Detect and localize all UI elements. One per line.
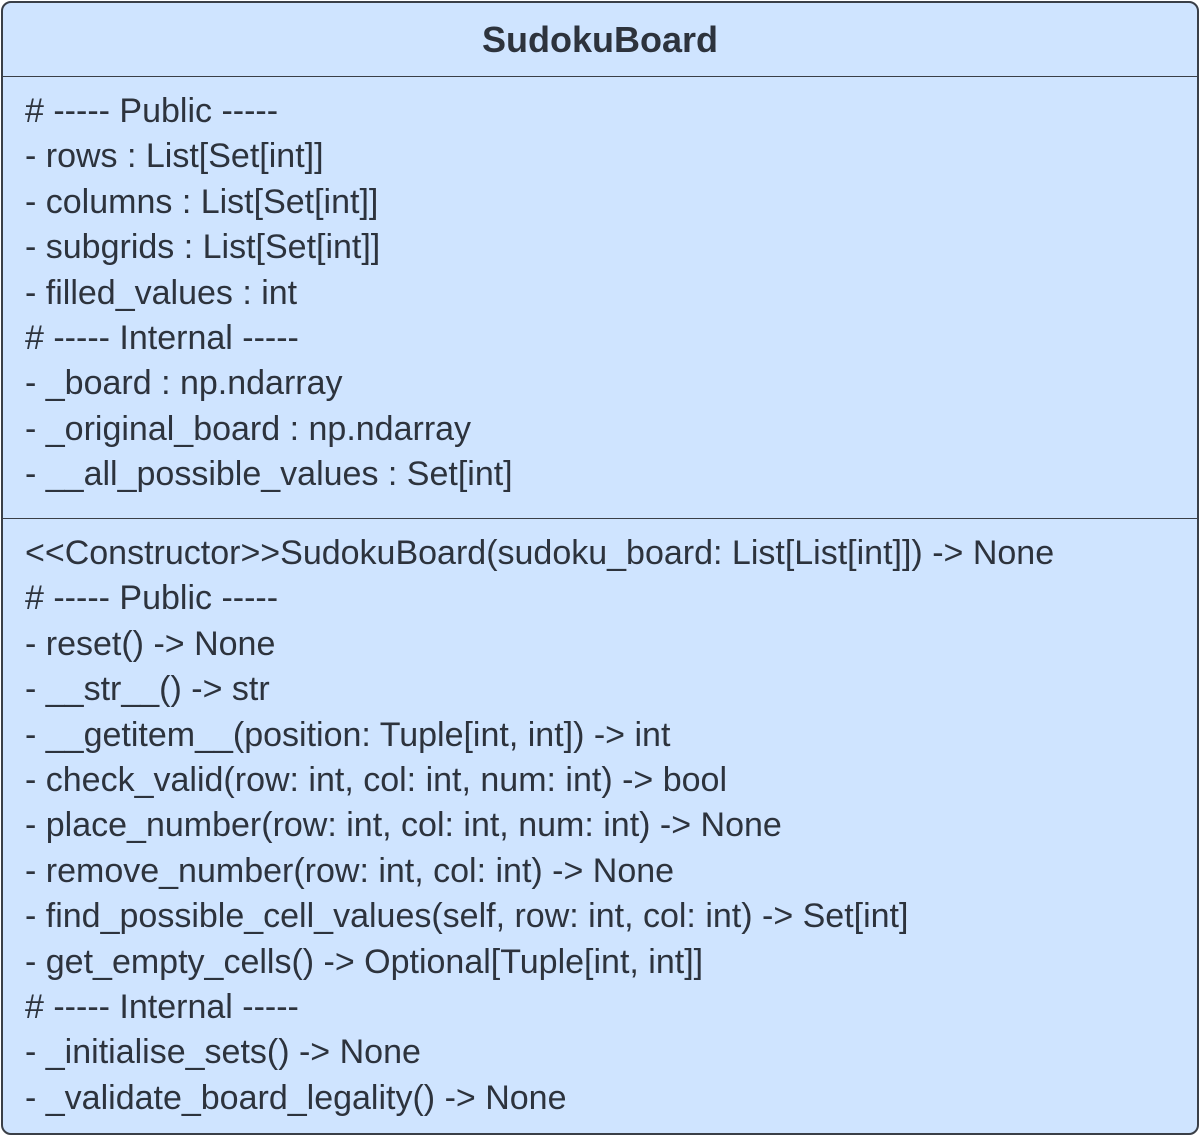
attribute-row: - _board : np.ndarray: [25, 364, 343, 403]
method-row: - place_number(row: int, col: int, num: …: [25, 806, 782, 845]
attributes-section: # ----- Public ----- - rows : List[Set[i…: [3, 77, 1197, 519]
methods-section: <<Constructor>>SudokuBoard(sudoku_board:…: [3, 519, 1197, 1121]
attribute-row: - _original_board : np.ndarray: [25, 409, 472, 448]
method-section-label: # ----- Public -----: [25, 579, 279, 618]
attribute-section-label: # ----- Internal -----: [25, 319, 299, 358]
method-row: - reset() -> None: [25, 624, 276, 663]
attribute-row: - __all_possible_values : Set[int]: [25, 455, 513, 494]
method-row: - check_valid(row: int, col: int, num: i…: [25, 761, 727, 800]
method-row: - remove_number(row: int, col: int) -> N…: [25, 851, 675, 890]
method-row: - __str__() -> str: [25, 670, 270, 709]
method-row: - find_possible_cell_values(self, row: i…: [25, 897, 909, 936]
attribute-row: - filled_values : int: [25, 273, 298, 312]
class-name: SudokuBoard: [481, 18, 718, 60]
attribute-row: - columns : List[Set[int]]: [25, 182, 379, 221]
method-row: - __getitem__(position: Tuple[int, int])…: [25, 715, 671, 754]
method-section-label: # ----- Internal -----: [25, 988, 299, 1027]
attribute-row: - rows : List[Set[int]]: [25, 137, 324, 176]
method-row: - get_empty_cells() -> Optional[Tuple[in…: [25, 942, 704, 981]
attribute-row: - subgrids : List[Set[int]]: [25, 228, 381, 267]
class-header: SudokuBoard: [3, 3, 1197, 77]
method-row: - _validate_board_legality() -> None: [25, 1078, 567, 1117]
constructor-row: <<Constructor>>SudokuBoard(sudoku_board:…: [25, 534, 1055, 572]
attribute-section-label: # ----- Public -----: [25, 92, 279, 130]
method-row: - _initialise_sets() -> None: [25, 1033, 421, 1072]
